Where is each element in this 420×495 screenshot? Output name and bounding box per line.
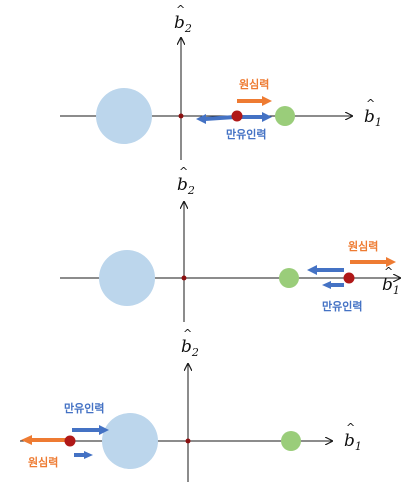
panel-3: b2 ^ b1 ^ 원심력 만유인력 [20,327,362,482]
primary-body [96,88,152,144]
centrifugal-arrow [21,435,68,445]
secondary-body [281,431,301,451]
primary-body [99,250,155,306]
gravity-arrow-upper [72,425,109,435]
gravity-arrow-lower [322,281,344,289]
b2-axis-label: b2 [177,175,195,197]
b2-hat: ^ [183,327,192,340]
b1-axis-label: b1 [364,107,382,129]
centrifugal-arrow [237,96,272,106]
b2-axis-label: b2 [174,13,192,35]
satellite [231,110,243,122]
gravity-arrow-right [240,112,272,122]
b1-hat: ^ [384,265,393,278]
panel-1: b2 ^ b1 ^ 원심력 만유인력 [60,3,382,160]
centrifugal-label: 원심력 [348,239,378,253]
centrifugal-arrow [350,257,396,267]
centrifugal-label: 원심력 [239,77,269,91]
center-of-mass [178,113,184,119]
center-of-mass [181,275,187,281]
satellite [343,272,355,284]
gravity-label: 만유인력 [64,401,104,415]
b1-hat: ^ [346,421,355,434]
b2-hat: ^ [179,165,188,178]
b2-axis-label: b2 [181,337,199,359]
gravity-arrow-lower [74,451,93,459]
gravity-arrow-left [196,114,236,124]
b1-hat: ^ [366,97,375,110]
b1-axis-label: b1 [344,431,362,453]
secondary-body [275,106,295,126]
gravity-label: 만유인력 [322,299,362,313]
centrifugal-label: 원심력 [28,455,58,469]
primary-body [102,413,158,469]
b1-axis-label: b1 [382,275,400,297]
panel-2: b2 ^ b1 ^ 원심력 만유인력 [60,165,400,322]
gravity-arrow-upper [307,265,344,275]
gravity-label: 만유인력 [226,127,266,141]
satellite [64,435,76,447]
center-of-mass [185,438,191,444]
b2-hat: ^ [176,3,185,16]
secondary-body [279,268,299,288]
